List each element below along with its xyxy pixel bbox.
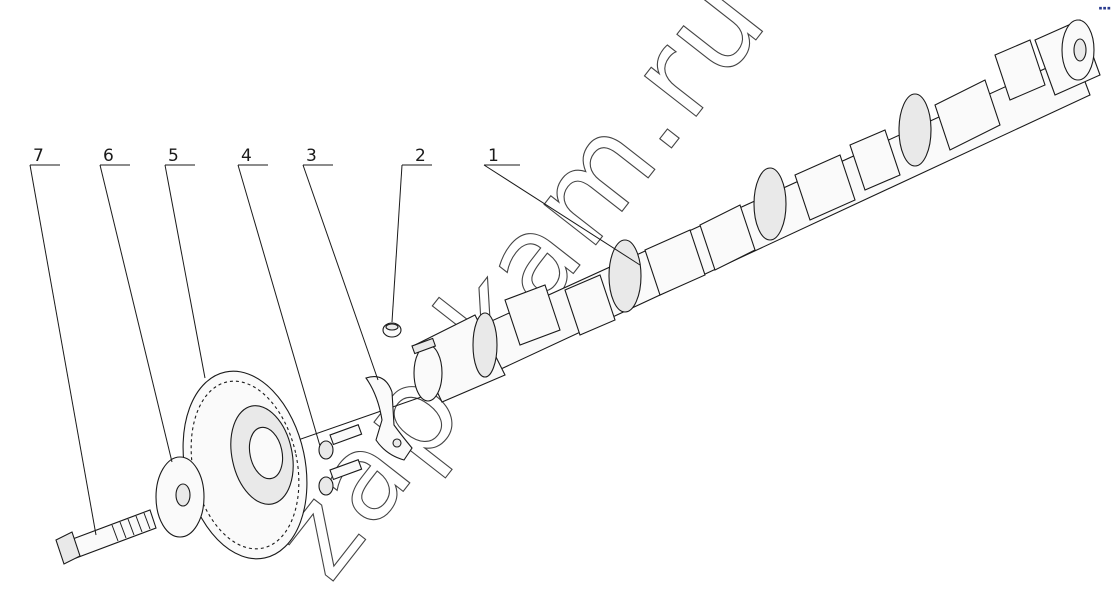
- callouts: 1 2 3 4 5 6 7: [29, 146, 641, 536]
- bolt-head: [318, 476, 334, 496]
- callout-leader: [391, 164, 403, 323]
- callout-4: 4: [241, 146, 252, 166]
- callout-5: 5: [168, 146, 179, 166]
- camshaft-lobe: [644, 229, 706, 296]
- thread-line: [111, 524, 119, 542]
- gear-bolt: [55, 509, 157, 565]
- gear-bolt-head: [55, 531, 81, 565]
- camshaft-lobe: [794, 154, 856, 221]
- thread-line: [135, 515, 143, 533]
- callout-leader: [164, 164, 206, 379]
- thrust-plate-hole: [392, 438, 402, 448]
- camshaft-lobe: [564, 274, 616, 336]
- camshaft-lobe: [699, 204, 756, 271]
- washer-hole: [175, 483, 191, 507]
- camshaft-lobe: [472, 312, 498, 378]
- callout-leader: [99, 164, 173, 463]
- camshaft-journal: [898, 93, 932, 167]
- washer: [155, 456, 205, 538]
- camshaft-journal: [753, 167, 787, 241]
- camshaft-lobe: [849, 129, 901, 191]
- bolt-shank: [329, 424, 363, 446]
- callout-1: 1: [488, 146, 499, 166]
- thread-line: [143, 512, 151, 530]
- camshaft: [411, 19, 1101, 403]
- gear-bolt-shank: [69, 509, 157, 559]
- camshaft-lobe: [504, 284, 561, 346]
- callout-2: 2: [415, 146, 426, 166]
- callout-7: 7: [33, 146, 44, 166]
- timing-gear: [182, 370, 308, 560]
- bolt-shank: [329, 459, 363, 481]
- callout-6: 6: [103, 146, 114, 166]
- camshaft-rear-bore: [1073, 38, 1087, 62]
- gear-bore: [248, 426, 284, 480]
- callout-leader: [237, 164, 321, 447]
- thrust-plate-body: [365, 376, 413, 461]
- corner-mark-icon: ▪▪▪: [1098, 4, 1111, 12]
- keyway-slot: [411, 337, 437, 355]
- camshaft-lobe: [934, 79, 1001, 151]
- thrust-plate: [365, 376, 413, 461]
- woodruff-key: [382, 322, 402, 338]
- thread-line: [127, 518, 135, 536]
- thread-line: [119, 521, 127, 539]
- callout-3: 3: [306, 146, 317, 166]
- bolt-head: [318, 440, 334, 460]
- key-top: [385, 323, 399, 331]
- callout-leader: [29, 164, 97, 536]
- camshaft-front-face: [413, 344, 443, 402]
- camshaft-lobe: [994, 39, 1046, 101]
- callout-leader: [483, 164, 641, 266]
- plate-bolts: [318, 424, 363, 496]
- camshaft-journal: [608, 239, 642, 313]
- callout-leader: [302, 164, 379, 381]
